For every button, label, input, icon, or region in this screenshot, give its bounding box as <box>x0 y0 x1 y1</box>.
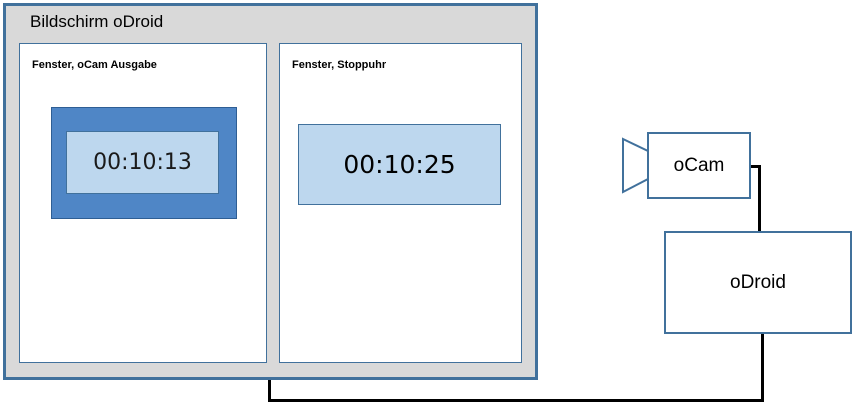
connection-line-bottom-horizontal <box>268 399 764 402</box>
window-title-stopwatch: Fenster, Stoppuhr <box>292 59 387 71</box>
ocam-label: oCam <box>673 154 725 176</box>
camera-lens-icon <box>622 137 649 194</box>
ocam-video-frame: 00:10:13 <box>51 107 237 219</box>
screen-title: Bildschirm oDroid <box>30 12 164 31</box>
connection-line-screen-bottom <box>268 374 271 402</box>
connection-line-ocam-odroid <box>758 165 761 232</box>
ocam-time-display: 00:10:13 <box>66 131 219 194</box>
window-ocam-output: Fenster, oCam Ausgabe 00:10:13 <box>19 43 267 363</box>
connection-line-ocam-horizontal <box>750 165 761 168</box>
connection-line-odroid-bottom <box>761 332 764 402</box>
stopwatch-time-display: 00:10:25 <box>298 124 501 205</box>
odroid-screen: Bildschirm oDroid Fenster, oCam Ausgabe … <box>3 3 538 380</box>
window-title-ocam-output: Fenster, oCam Ausgabe <box>32 59 157 71</box>
ocam-device: oCam <box>647 132 751 199</box>
odroid-label: oDroid <box>730 271 786 293</box>
window-stopwatch: Fenster, Stoppuhr 00:10:25 <box>279 43 522 363</box>
odroid-device: oDroid <box>664 231 852 334</box>
